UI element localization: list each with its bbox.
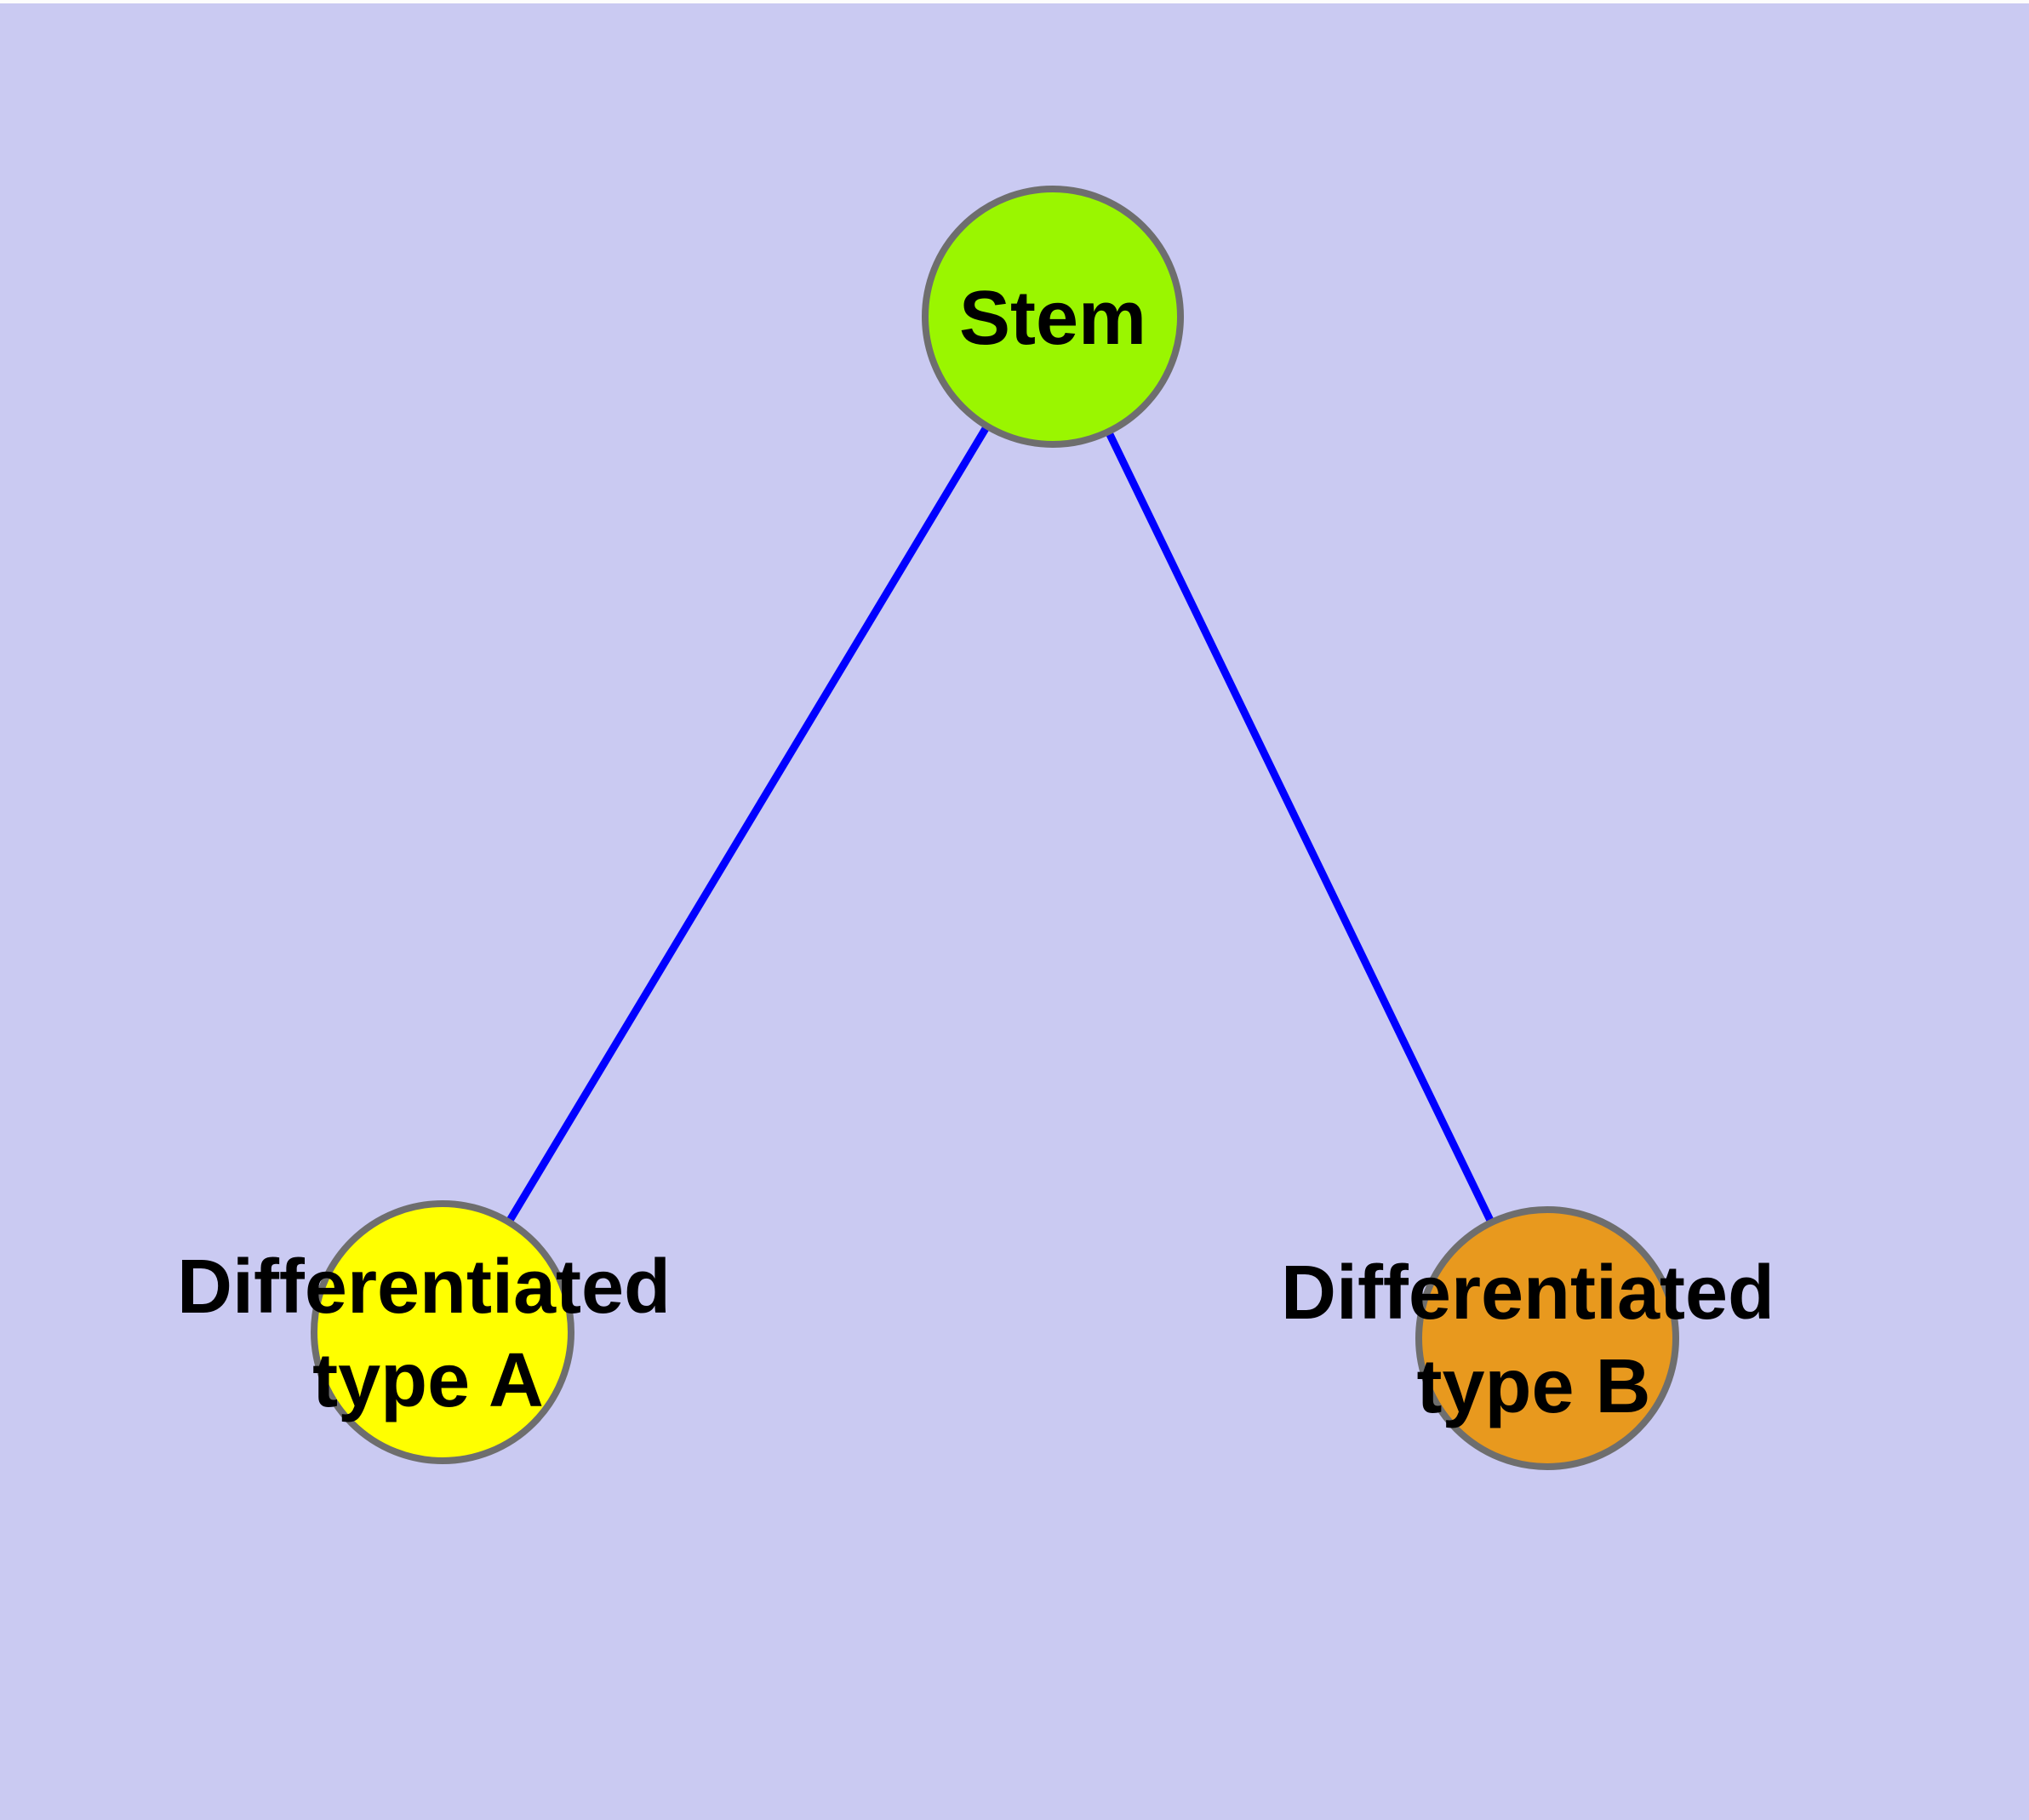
node-type-a-label-line2: type A — [312, 1338, 544, 1423]
node-type-a — [311, 1200, 574, 1464]
edge-stem-to-type-a — [439, 314, 1056, 1335]
top-edge-strip — [0, 0, 2029, 3]
node-stem — [922, 186, 1184, 448]
node-type-b — [1415, 1206, 1679, 1470]
node-type-b-label-line2: type B — [1416, 1344, 1650, 1429]
node-type-b-label-line1: Differentiated — [1281, 1251, 1775, 1336]
node-type-a-label-line1: Differentiated — [177, 1245, 671, 1330]
node-stem-label: Stem — [959, 276, 1146, 361]
edge-stem-to-type-b — [1049, 315, 1552, 1340]
